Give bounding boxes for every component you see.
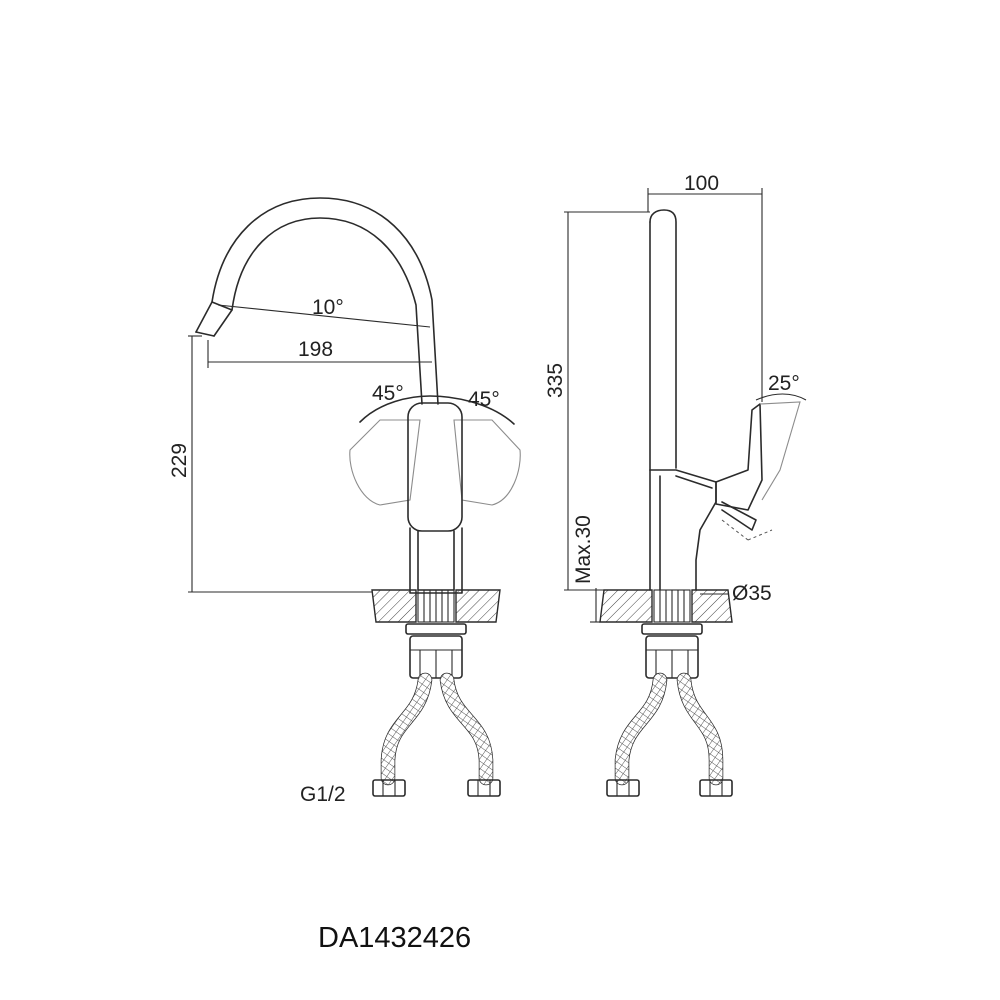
- depth-dimension: 100: [684, 172, 719, 195]
- deck-left: [371, 589, 417, 623]
- handle-sweep-arc: [359, 395, 515, 425]
- spout-inner: [213, 217, 423, 405]
- thread-label: G1/2: [300, 783, 346, 806]
- deck-thickness-dimension: Max.30: [572, 515, 595, 584]
- side-view: 100 335 25° Max.30 Ø35: [544, 172, 807, 797]
- reach-dimension: 198: [298, 338, 333, 361]
- handle-tilt-label: 25°: [768, 372, 800, 395]
- deck-right: [455, 589, 501, 623]
- side-hose-fitting-right: [699, 779, 733, 797]
- dim-10deg-line: [217, 304, 431, 328]
- handle-body: [407, 402, 463, 532]
- handle-ghost-left: [349, 419, 421, 506]
- model-code: DA1432426: [318, 922, 471, 954]
- side-lever: [715, 403, 763, 511]
- mount-washer: [405, 623, 467, 635]
- lever-ghost: [759, 401, 801, 501]
- handle-angle-right-label: 45°: [468, 388, 500, 411]
- handle-angle-left-label: 45°: [372, 382, 404, 405]
- side-hose-fitting-left: [606, 779, 640, 797]
- spout-column: [649, 209, 677, 469]
- hose-fitting-left: [372, 779, 406, 797]
- handle-ghost-right: [453, 419, 521, 506]
- total-height-dimension: 335: [544, 363, 567, 398]
- hole-diameter-label: Ø35: [732, 582, 772, 605]
- hose-fitting-right: [467, 779, 501, 797]
- side-mount-washer: [641, 623, 703, 635]
- side-deck-left: [599, 589, 653, 623]
- spout-angle-label: 10°: [312, 296, 344, 319]
- side-deck-right: [691, 589, 733, 623]
- front-view: 10° 198 229 45° 45° G1/2: [168, 197, 521, 806]
- spout-outer: [195, 197, 439, 405]
- height-dimension: 229: [168, 443, 191, 478]
- tilt-arc: [755, 393, 807, 401]
